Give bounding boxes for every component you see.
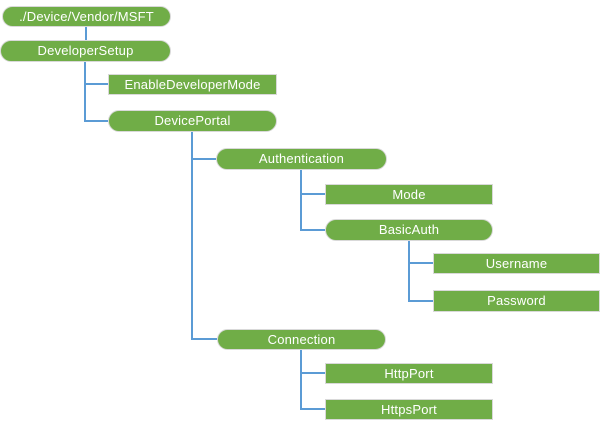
- tree-node-root-label: ./Device/Vendor/MSFT: [19, 8, 154, 24]
- connector-line: [300, 350, 302, 410]
- connector-line: [191, 338, 217, 340]
- tree-node-mode-label: Mode: [392, 186, 426, 202]
- connector-line: [191, 158, 216, 160]
- tree-node-enable-developer-mode-label: EnableDeveloperMode: [124, 76, 261, 92]
- connector-line: [300, 408, 325, 410]
- tree-node-username: Username: [433, 253, 600, 274]
- connector-line: [300, 193, 325, 195]
- connector-line: [408, 300, 433, 302]
- tree-node-http-port-label: HttpPort: [384, 365, 434, 381]
- tree-node-username-label: Username: [485, 255, 548, 271]
- connector-line: [300, 372, 325, 374]
- tree-node-developer-setup-label: DeveloperSetup: [37, 43, 134, 58]
- connector-line: [300, 170, 302, 231]
- tree-node-developer-setup: DeveloperSetup: [0, 40, 171, 62]
- connector-line: [84, 120, 108, 122]
- tree-node-mode: Mode: [325, 184, 493, 205]
- tree-node-http-port: HttpPort: [325, 363, 493, 384]
- tree-node-basic-auth: BasicAuth: [325, 219, 493, 241]
- tree-node-authentication: Authentication: [216, 148, 387, 170]
- tree-node-password-label: Password: [487, 293, 546, 308]
- tree-node-enable-developer-mode: EnableDeveloperMode: [108, 74, 277, 95]
- tree-node-password: Password: [433, 290, 600, 312]
- tree-node-root: ./Device/Vendor/MSFT: [2, 6, 171, 27]
- tree-node-https-port-label: HttpsPort: [381, 401, 437, 417]
- tree-node-https-port: HttpsPort: [325, 399, 493, 420]
- connector-line: [408, 262, 433, 264]
- tree-node-authentication-label: Authentication: [258, 151, 345, 166]
- connector-line: [191, 132, 193, 340]
- tree-node-connection-label: Connection: [267, 331, 336, 347]
- tree-node-device-portal: DevicePortal: [108, 110, 277, 132]
- tree-node-device-portal-label: DevicePortal: [154, 113, 231, 128]
- connector-line: [84, 62, 86, 122]
- connector-line: [84, 83, 108, 85]
- tree-node-connection: Connection: [217, 329, 386, 350]
- connector-line: [300, 229, 325, 231]
- connector-line: [85, 27, 87, 40]
- tree-node-basic-auth-label: BasicAuth: [378, 222, 440, 237]
- connector-line: [408, 241, 410, 302]
